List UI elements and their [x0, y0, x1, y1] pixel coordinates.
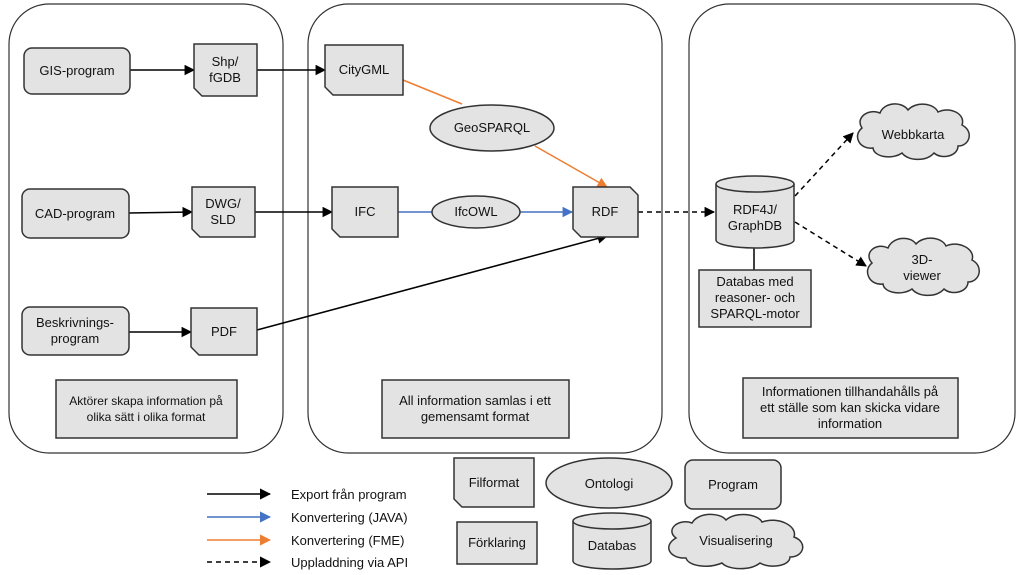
legend-filformat: Filformat: [453, 457, 535, 508]
node-rdf4j-graphdb: RDF4J/GraphDB: [715, 175, 795, 249]
svg-text:RDF4J/GraphDB: RDF4J/GraphDB: [728, 202, 782, 233]
legend-label-fme: Konvertering (FME): [291, 533, 404, 548]
text-line: ett ställe som kan skicka vidare: [760, 400, 940, 415]
text-line: DWG/: [205, 196, 241, 211]
edge-rdf4j-to-3dviewer: [794, 221, 867, 267]
legend-visualisering: Visualisering: [668, 513, 804, 570]
legend-label-java: Konvertering (JAVA): [291, 510, 408, 525]
text-line: Beskrivnings-: [36, 315, 114, 330]
svg-text:CAD-program: CAD-program: [35, 206, 115, 221]
legend-label-export: Export från program: [291, 487, 407, 502]
svg-text:GIS-program: GIS-program: [39, 63, 114, 78]
legend-lines: Export från program Konvertering (JAVA) …: [207, 487, 408, 570]
text-line: GeoSPARQL: [454, 120, 530, 135]
legend-program: Program: [684, 459, 782, 510]
edge-citygml-to-geosparql: [402, 79, 463, 105]
svg-text:CityGML: CityGML: [339, 62, 390, 77]
svg-text:GeoSPARQL: GeoSPARQL: [454, 120, 530, 135]
text-line: 3D-: [912, 252, 933, 267]
node-geosparql: GeoSPARQL: [429, 104, 555, 152]
text-line: olika sätt i olika format: [87, 410, 206, 424]
text-line: GIS-program: [39, 63, 114, 78]
node-rdf: RDF: [572, 186, 639, 238]
node-pdf: PDF: [190, 307, 258, 356]
svg-text:Filformat: Filformat: [469, 475, 520, 490]
legend-ontologi: Ontologi: [545, 457, 673, 509]
legend-databas: Databas: [572, 512, 652, 570]
edge-pdf-to-rdf: [256, 233, 609, 331]
text-line: SLD: [210, 212, 235, 227]
edge-cad-to-dwg: [128, 206, 194, 218]
cloud-icon: [866, 237, 980, 297]
text-line: All information samlas i ett: [399, 393, 551, 408]
text-line: program: [51, 331, 99, 346]
svg-text:Shp/fGDB: Shp/fGDB: [209, 54, 241, 85]
cloud-icon: [668, 513, 804, 570]
text-line: SPARQL-motor: [710, 306, 800, 321]
svg-text:Databas: Databas: [588, 538, 637, 553]
node-shp-fgdb: Shp/fGDB: [193, 43, 258, 97]
text-line: Informationen tillhandahålls på: [762, 384, 939, 399]
text-line: RDF4J/: [733, 202, 777, 217]
panel-common-format: [307, 3, 663, 454]
text-line: Shp/: [212, 54, 239, 69]
text-line: PDF: [211, 324, 237, 339]
svg-text:RDF: RDF: [592, 204, 619, 219]
edge-geosparql-to-rdf: [534, 145, 608, 188]
text-line: CAD-program: [35, 206, 115, 221]
svg-text:3D-viewer: 3D-viewer: [903, 252, 941, 283]
node-ifcowl: IfcOWL: [431, 195, 521, 229]
text-line: IFC: [355, 204, 376, 219]
svg-text:Förklaring: Förklaring: [468, 535, 526, 550]
text-line: RDF: [592, 204, 619, 219]
node-ifc: IFC: [331, 186, 399, 238]
node-cad-program: CAD-program: [21, 188, 130, 239]
svg-text:Visualisering: Visualisering: [699, 533, 772, 548]
svg-text:PDF: PDF: [211, 324, 237, 339]
svg-text:Beskrivnings-program: Beskrivnings-program: [36, 315, 114, 346]
node-gis-program: GIS-program: [23, 47, 131, 95]
node-citygml: CityGML: [324, 44, 404, 96]
node-webbkarta: Webbkarta: [856, 103, 970, 161]
node-dwg-sld: DWG/SLD: [191, 186, 256, 238]
text-line: fGDB: [209, 70, 241, 85]
text-line: GraphDB: [728, 218, 782, 233]
node-3d-viewer: 3D-viewer: [866, 237, 980, 297]
text-line: gemensamt format: [421, 409, 530, 424]
svg-text:IFC: IFC: [355, 204, 376, 219]
text-line: information: [818, 416, 882, 431]
svg-text:IfcOWL: IfcOWL: [454, 204, 497, 219]
cloud-icon: [856, 103, 970, 161]
text-line: Databas med: [716, 274, 793, 289]
svg-text:Program: Program: [708, 477, 758, 492]
legend-label-api: Uppladdning via API: [291, 555, 408, 570]
text-line: reasoner- och: [715, 290, 795, 305]
svg-text:Ontologi: Ontologi: [585, 476, 634, 491]
text-line: Webbkarta: [882, 127, 945, 142]
text-line: IfcOWL: [454, 204, 497, 219]
svg-text:DWG/SLD: DWG/SLD: [205, 196, 241, 227]
node-beskrivnings-program: Beskrivnings-program: [21, 306, 130, 356]
caption-actors: Aktörer skapa information på olika sätt i…: [55, 379, 238, 439]
text-line: CityGML: [339, 62, 390, 77]
legend-forklaring: Förklaring: [456, 521, 538, 565]
svg-text:Webbkarta: Webbkarta: [882, 127, 945, 142]
text-line: viewer: [903, 268, 941, 283]
text-line: Aktörer skapa information på: [69, 394, 223, 408]
